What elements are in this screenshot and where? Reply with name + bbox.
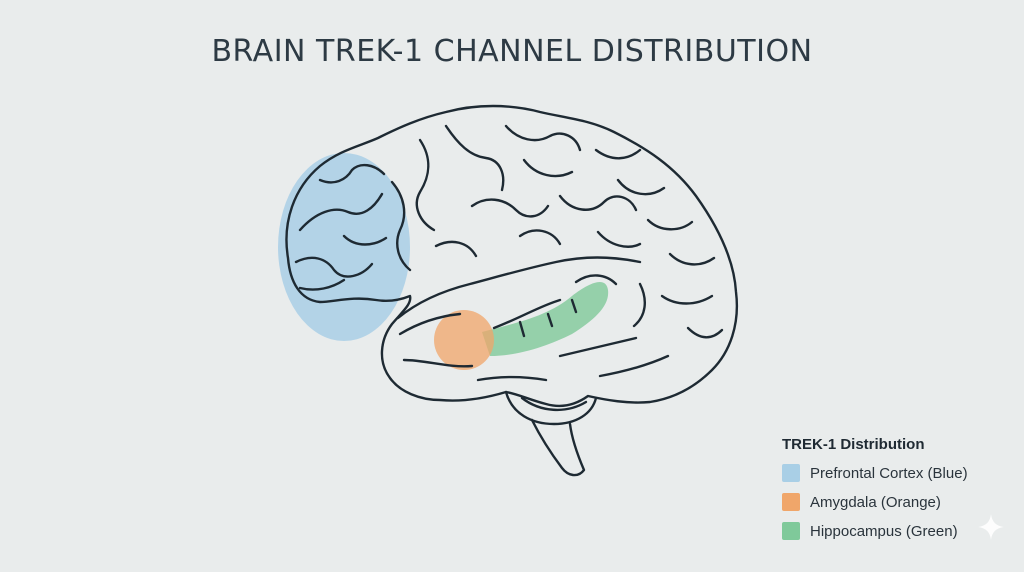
prefrontal-cortex-region [278, 153, 410, 341]
legend-label-amygdala: Amygdala (Orange) [810, 493, 941, 511]
amygdala-region [434, 310, 494, 370]
brain-outline [285, 104, 738, 408]
legend-label-prefrontal: Prefrontal Cortex (Blue) [810, 464, 968, 482]
legend-label-hippocampus: Hippocampus (Green) [810, 522, 958, 540]
legend-swatch-blue [782, 464, 800, 482]
legend-item-hippocampus: Hippocampus (Green) [782, 521, 1014, 541]
cerebellum-outline [504, 390, 598, 426]
hippocampus-region [482, 282, 609, 356]
sparkle-icon [978, 514, 1004, 540]
legend-item-prefrontal: Prefrontal Cortex (Blue) [782, 463, 1014, 483]
legend: TREK-1 Distribution Prefrontal Cortex (B… [782, 436, 1014, 550]
brainstem-outline [530, 418, 586, 477]
legend-swatch-orange [782, 493, 800, 511]
legend-swatch-green [782, 522, 800, 540]
diagram-title: BRAIN TREK-1 CHANNEL DISTRIBUTION [211, 34, 813, 69]
legend-title: TREK-1 Distribution [782, 436, 925, 453]
legend-item-amygdala: Amygdala (Orange) [782, 492, 1014, 512]
